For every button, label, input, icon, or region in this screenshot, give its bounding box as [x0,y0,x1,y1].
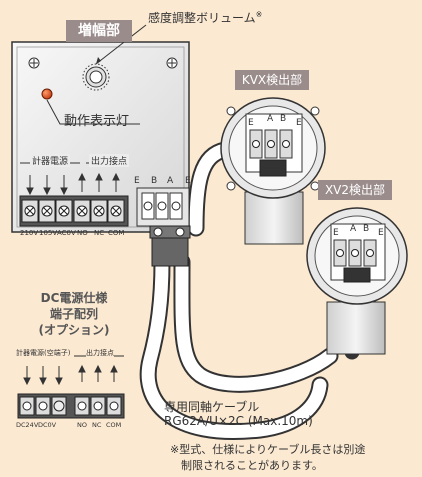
ac-terminal-block [19,195,129,227]
dc-title-line: (オプション) [38,323,110,337]
amplifier-label: 増幅部 [78,23,120,39]
xv2-terminal-label: E [333,228,339,238]
output-arrows [78,172,120,192]
cable-title: 専用同軸ケーブル [164,400,260,414]
dc-terminal-label: NO [77,421,87,429]
xv2-detector [306,207,408,355]
operation-lamp-icon [41,88,53,100]
xv2-terminal-label: E [378,228,384,238]
kvx-terminal-label: E [248,118,254,128]
dc-terminal-label: COM [106,421,122,429]
sensitivity-mark: ※ [255,10,263,19]
amp-terminal-label: A [167,176,174,186]
dc-option-title: DC電源仕様 端子配列 (オプション) [24,290,124,338]
dc-terminal-label: NC [92,421,102,429]
sensitivity-volume-label: 感度調整ボリューム※ [148,9,262,26]
xv2-terminal-label: B [363,224,370,234]
dc-title-line: 端子配列 [49,307,98,321]
kvx-detector-badge: KVX検出部 [235,70,309,90]
amp-terminal-label: E [134,176,140,186]
kvx-detector [220,97,326,245]
ac-terminal-label: 105V [39,229,58,237]
xv2-detector-badge: XV2検出部 [318,180,392,200]
lamp-leader-line [46,99,140,125]
cable-note-line2: 制限されることがあります。 [181,459,323,472]
sensitivity-volume-text: 感度調整ボリューム [148,11,256,25]
instrument-power-label: 計器電源 [30,154,71,167]
dc-arrows [23,364,118,386]
kvx-terminal-label: B [280,114,287,124]
ac-terminal-label: NO [77,229,88,237]
operation-lamp-label: 動作表示灯 [64,114,130,129]
kvx-detector-label: KVX検出部 [241,73,303,87]
power-arrows [26,175,68,196]
amplifier-badge: 増幅部 [66,20,132,42]
dc-title-line: DC電源仕様 [40,291,108,305]
coax-cables [139,141,368,440]
kvx-terminal-label: E [296,118,302,128]
dc-terminal-block [17,393,125,419]
cable-note-line1: ※型式、仕様によりケーブル長さは別途 [170,443,366,456]
output-contact-label: 出力接点 [89,154,130,167]
ac-terminal-label: COM [108,229,125,237]
cable-model: RG62A/U×2C (Max.10m) [164,414,313,428]
amp-terminal-label: E [185,176,191,186]
amp-terminal-label: B [151,176,158,186]
dc-terminal-label: DC24V [16,421,39,429]
xv2-detector-label: XV2検出部 [324,183,386,197]
amp-coax-terminal-block [136,187,191,267]
ac-terminal-label: NC [94,229,105,237]
volume-leader-line [95,24,147,65]
dc-output-label: 出力接点 [86,348,114,358]
ac-terminal-label: 210V [20,229,39,237]
dc-power-label: 計器電源(空端子) [16,348,71,358]
xv2-terminal-label: A [350,224,357,234]
ac-terminal-label: AC0V [57,229,76,237]
kvx-terminal-label: A [267,114,274,124]
volume-leader-arrow [96,57,101,64]
dc-terminal-label: DC0V [38,421,57,429]
